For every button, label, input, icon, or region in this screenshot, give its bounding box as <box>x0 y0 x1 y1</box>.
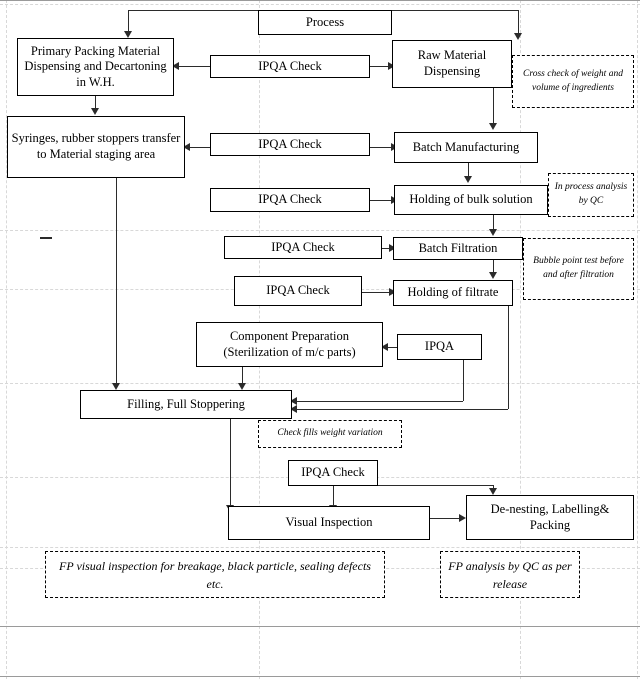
connector-filling-to-visual-inspection <box>230 418 231 506</box>
node-visual-inspection[interactable]: Visual Inspection <box>228 506 430 540</box>
arrowhead-down <box>514 33 522 40</box>
node-holding-of-filtrate[interactable]: Holding of filtrate <box>393 280 513 306</box>
node-ipqa-check-3[interactable]: IPQA Check <box>210 188 370 212</box>
connector-batch-mfg-to-holding-bulk <box>468 163 469 177</box>
connector-ipqa-to-filling <box>463 360 464 401</box>
arrowhead-left <box>183 143 190 151</box>
connector-ipqa-to-filling <box>296 401 463 402</box>
arrowhead-down <box>112 383 120 390</box>
connector-holding-filtrate-to-filling <box>508 305 509 409</box>
node-ipqa[interactable]: IPQA <box>397 334 482 360</box>
arrowhead-down <box>464 176 472 183</box>
note-fp-analysis-by-qc: FP analysis by QC as per release <box>440 551 580 598</box>
gridline-v <box>520 0 521 679</box>
page-top-edge <box>0 0 640 1</box>
gridline-h <box>0 547 640 548</box>
arrowhead-down <box>489 272 497 279</box>
connector-primary-to-syringes <box>95 96 96 109</box>
node-ipqa-check-5[interactable]: IPQA Check <box>234 276 362 306</box>
arrowhead-down <box>489 488 497 495</box>
node-ipqa-check-1[interactable]: IPQA Check <box>210 55 370 78</box>
gridline-h <box>0 383 640 384</box>
connector-ipqa3-to-holding-bulk <box>370 200 394 201</box>
connector-syringes-to-filling <box>116 177 117 384</box>
arrowhead-left <box>290 405 297 413</box>
node-holding-of-bulk-solution[interactable]: Holding of bulk solution <box>394 185 548 215</box>
node-de-nesting-labelling-packing[interactable]: De-nesting, Labelling& Packing <box>466 495 634 540</box>
connector-ipqa1-to-primary <box>174 66 210 67</box>
arrowhead-down <box>238 383 246 390</box>
arrowhead-right <box>388 62 395 70</box>
arrowhead-down <box>489 123 497 130</box>
connector-ipqa6-to-visual-inspection <box>333 485 334 506</box>
connector-component-prep-to-filling <box>242 366 243 384</box>
connector-filtration-to-holding-filtrate <box>493 260 494 273</box>
note-bubble-point-test: Bubble point test before and after filtr… <box>523 238 634 300</box>
node-process[interactable]: Process <box>258 10 392 35</box>
gridline-v <box>637 0 638 679</box>
node-batch-filtration[interactable]: Batch Filtration <box>393 237 523 260</box>
connector-ipqa6-to-de-nesting <box>493 485 494 490</box>
connector-ipqa1-to-raw-material <box>370 66 391 67</box>
connector-process-to-raw-material <box>518 10 519 34</box>
arrowhead-right <box>389 244 396 252</box>
connector-visual-inspection-to-de-nesting <box>430 518 461 519</box>
connector-raw-material-to-batch-mfg <box>493 88 494 124</box>
connector-holding-filtrate-to-filling <box>296 409 508 410</box>
arrowhead-left <box>290 397 297 405</box>
gridline-h <box>0 230 640 231</box>
connector-process-to-primary <box>128 10 259 11</box>
connector-ipqa-to-component-prep <box>383 347 397 348</box>
page-rule <box>0 626 640 627</box>
connector-process-to-raw-material <box>391 10 519 11</box>
gridline-v <box>6 0 7 679</box>
node-syringes-transfer[interactable]: Syringes, rubber stoppers transfer to Ma… <box>7 116 185 178</box>
connector-holding-bulk-to-filtration <box>493 215 494 230</box>
connector-ipqa5-to-holding-filtrate <box>362 292 393 293</box>
node-filling-full-stoppering[interactable]: Filling, Full Stoppering <box>80 390 292 419</box>
connector-process-to-primary <box>128 10 129 32</box>
connector-ipqa4-to-filtration <box>382 248 393 249</box>
note-fp-visual-inspection: FP visual inspection for breakage, black… <box>45 551 385 598</box>
connector-ipqa2-to-batch-mfg <box>370 147 394 148</box>
node-raw-material-dispensing[interactable]: Raw Material Dispensing <box>392 40 512 88</box>
arrowhead-down <box>91 108 99 115</box>
arrowhead-right <box>459 514 466 522</box>
node-ipqa-check-4[interactable]: IPQA Check <box>224 236 382 259</box>
arrowhead-down <box>124 31 132 38</box>
note-cross-check-of-weight: Cross check of weight and volume of ingr… <box>512 55 634 108</box>
arrowhead-right <box>389 288 396 296</box>
node-ipqa-check-6[interactable]: IPQA Check <box>288 460 378 486</box>
node-component-preparation[interactable]: Component Preparation (Sterilization of … <box>196 322 383 367</box>
arrowhead-down <box>489 229 497 236</box>
stray-tick-mark <box>40 237 52 239</box>
arrowhead-left <box>381 343 388 351</box>
gridline-h <box>0 4 640 5</box>
connector-ipqa6-to-de-nesting <box>378 485 493 486</box>
note-check-fills-weight-variation: Check fills weight variation <box>258 420 402 448</box>
node-ipqa-check-2[interactable]: IPQA Check <box>210 133 370 156</box>
page-bottom-edge <box>0 676 640 677</box>
node-batch-manufacturing[interactable]: Batch Manufacturing <box>394 132 538 163</box>
note-in-process-analysis: In process analysis by QC <box>548 173 634 217</box>
connector-ipqa2-to-syringes <box>185 147 210 148</box>
node-primary-packing-material[interactable]: Primary Packing Material Dispensing and … <box>17 38 174 96</box>
arrowhead-left <box>172 62 179 70</box>
